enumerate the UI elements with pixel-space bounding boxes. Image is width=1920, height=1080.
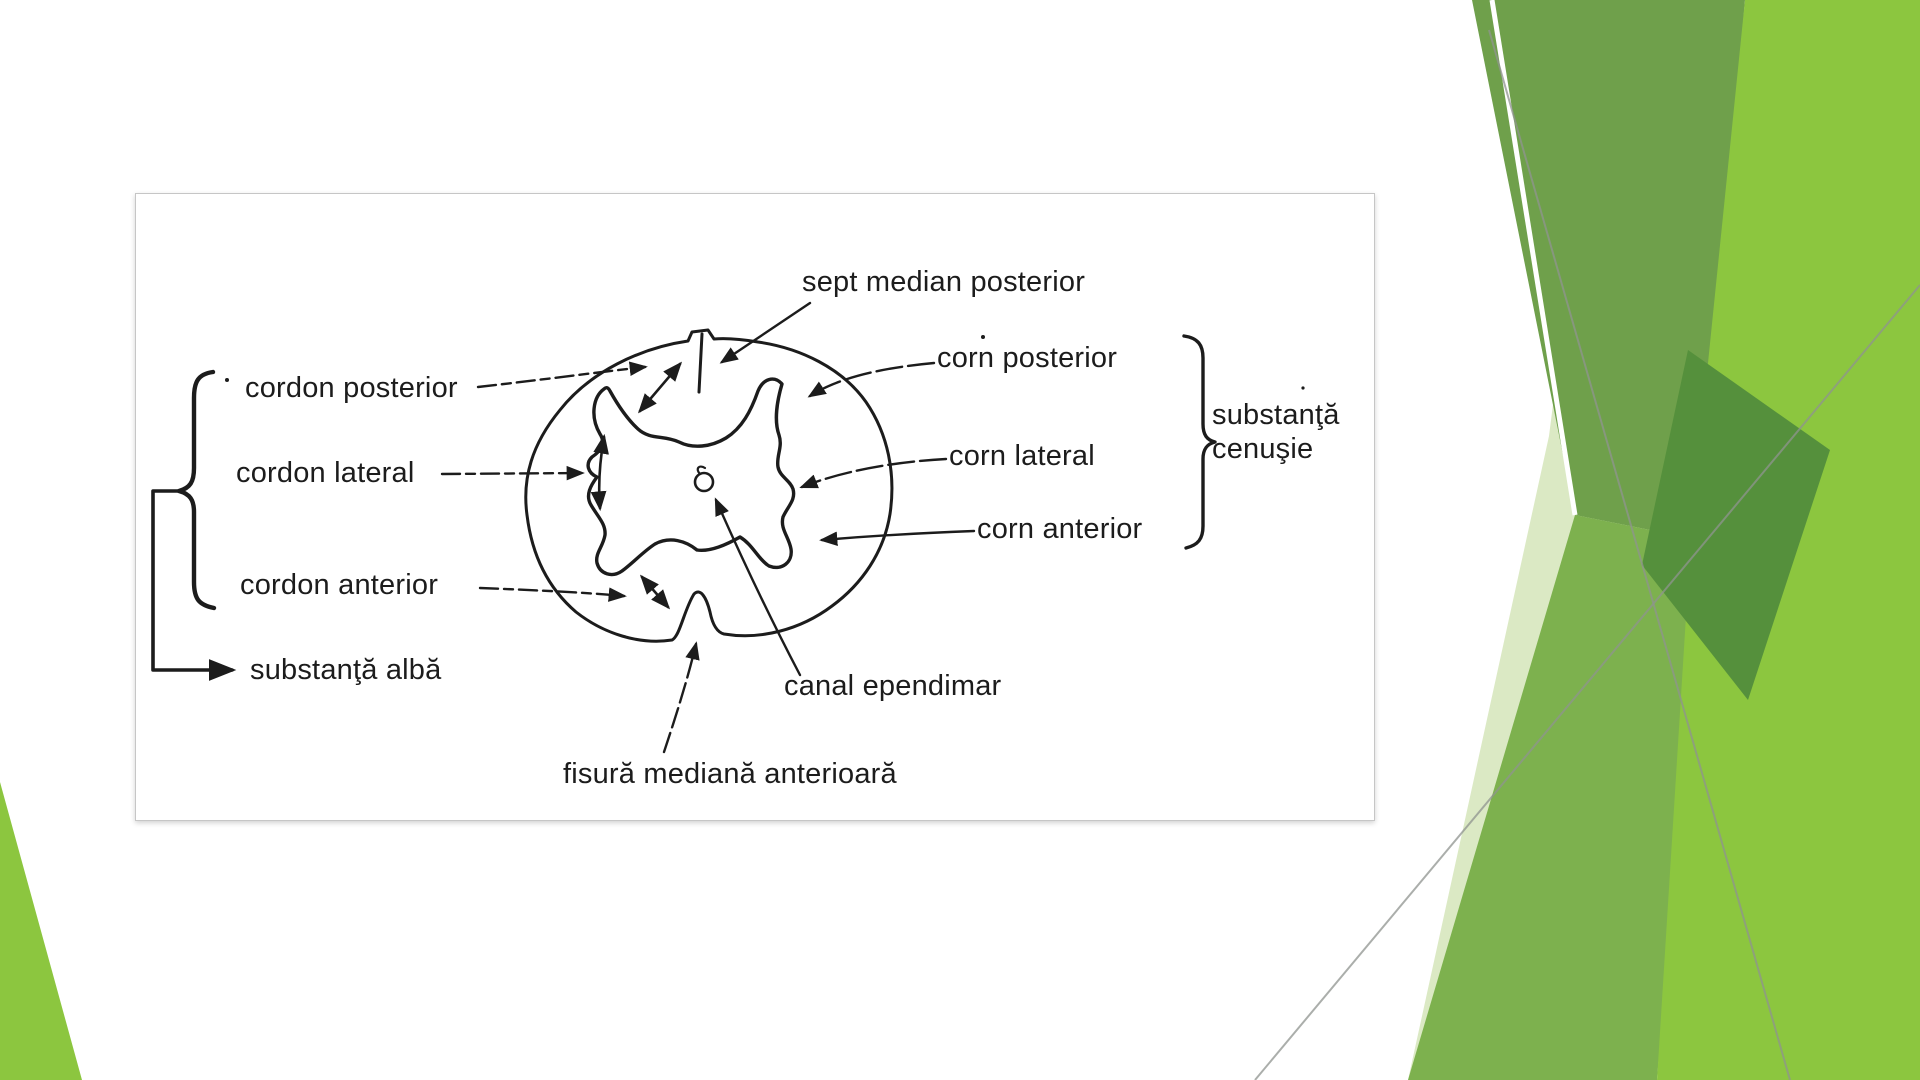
bottom-left-green-wedge	[0, 782, 82, 1080]
pale-green-triangle	[1408, 128, 1700, 1080]
label-cordon-posterior: cordon posterior	[245, 372, 458, 404]
white-sliver-line	[1489, 0, 1578, 516]
label-corn-posterior: corn posterior	[937, 342, 1118, 374]
label-cordon-anterior: cordon anterior	[240, 569, 439, 601]
figure-panel	[135, 193, 1375, 821]
bright-green-triangle	[1657, 0, 1920, 1080]
label-substanta-cenusie-line2: cenuşie	[1212, 433, 1314, 465]
olive-green-triangle	[1472, 0, 1745, 540]
label-corn-lateral: corn lateral	[949, 440, 1095, 472]
label-canal-ependimar: canal ependimar	[784, 670, 1002, 702]
label-substanta-cenusie-line1: substanţă	[1212, 399, 1340, 431]
dark-green-overlap	[1642, 350, 1830, 700]
medium-green-triangle	[1408, 515, 1700, 1080]
label-corn-anterior: corn anterior	[977, 513, 1143, 545]
label-cordon-lateral: cordon lateral	[236, 457, 415, 489]
label-fisura-mediana-anterioara: fisură mediană anterioară	[563, 758, 897, 790]
thin-gray-line-1	[1488, 29, 1791, 1080]
label-substanta-alba: substanţă albă	[250, 654, 442, 686]
label-sept-median-posterior: sept median posterior	[802, 266, 1086, 298]
